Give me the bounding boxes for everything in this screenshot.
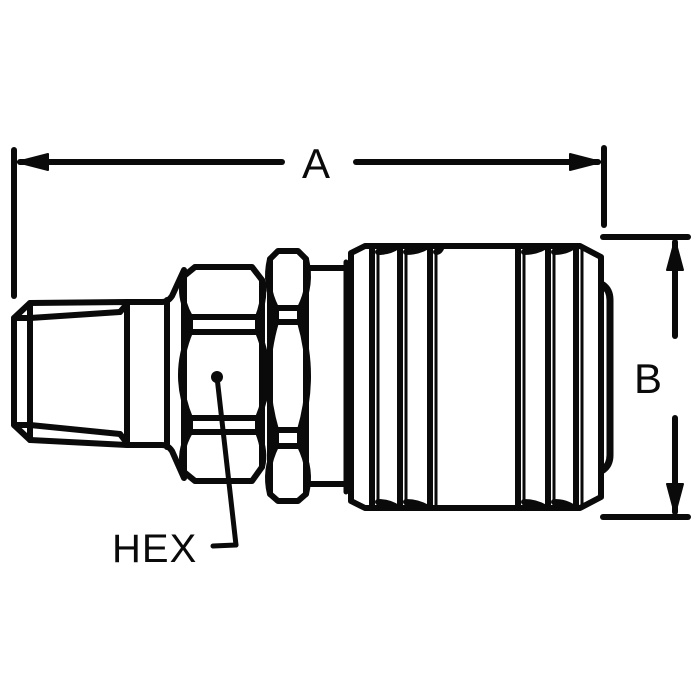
leader-line — [214, 374, 239, 548]
dimension-b-label: B — [634, 355, 663, 402]
hex-mid-left-curve — [178, 329, 193, 421]
dimension-b — [600, 234, 691, 520]
hex-callout-label: HEX — [112, 527, 198, 571]
dimension-a-label: A — [302, 140, 331, 187]
dimension-a — [11, 145, 607, 299]
groove-dip — [551, 499, 577, 511]
npt-thread-end — [11, 267, 187, 481]
neck-top — [124, 267, 187, 305]
neck-bottom — [124, 442, 187, 481]
nut-mid-left — [265, 319, 279, 433]
nut-top-facet — [265, 256, 311, 311]
collar — [303, 265, 348, 487]
sleeve-outline — [348, 243, 604, 511]
hex-top-facet — [179, 273, 267, 320]
thread-taper-bottom-end — [117, 431, 130, 446]
groove-dip — [375, 243, 401, 255]
groove-dip — [403, 243, 431, 255]
groove-dip — [521, 499, 549, 511]
nut-bottom-facet-left — [265, 443, 279, 497]
hex-leader — [210, 374, 239, 549]
hex-bottom-facet-right — [255, 429, 267, 470]
arrowhead-down-icon — [666, 483, 684, 515]
arrowhead-left-icon — [16, 153, 49, 171]
socket-sleeve — [343, 243, 614, 511]
groove-dip — [551, 243, 577, 255]
groove-dip — [521, 243, 549, 255]
arrowhead-up-icon — [666, 239, 684, 271]
thread-taper-top-end — [117, 301, 130, 315]
arrowhead-right-icon — [569, 153, 602, 171]
thread-taper-top — [27, 309, 123, 321]
nut-mid-right — [297, 319, 311, 433]
nut-bottom-facet-right — [297, 443, 311, 497]
groove-dip — [433, 243, 445, 255]
thread-taper-bottom — [27, 422, 123, 437]
sleeve-front-lip — [599, 281, 614, 474]
hex-bottom-facet-left — [179, 429, 193, 475]
nut-outline — [267, 248, 309, 504]
leader-elbow — [210, 542, 239, 549]
groove-dip — [403, 499, 431, 511]
hex-nut — [265, 248, 311, 504]
groove-dip — [375, 499, 401, 511]
